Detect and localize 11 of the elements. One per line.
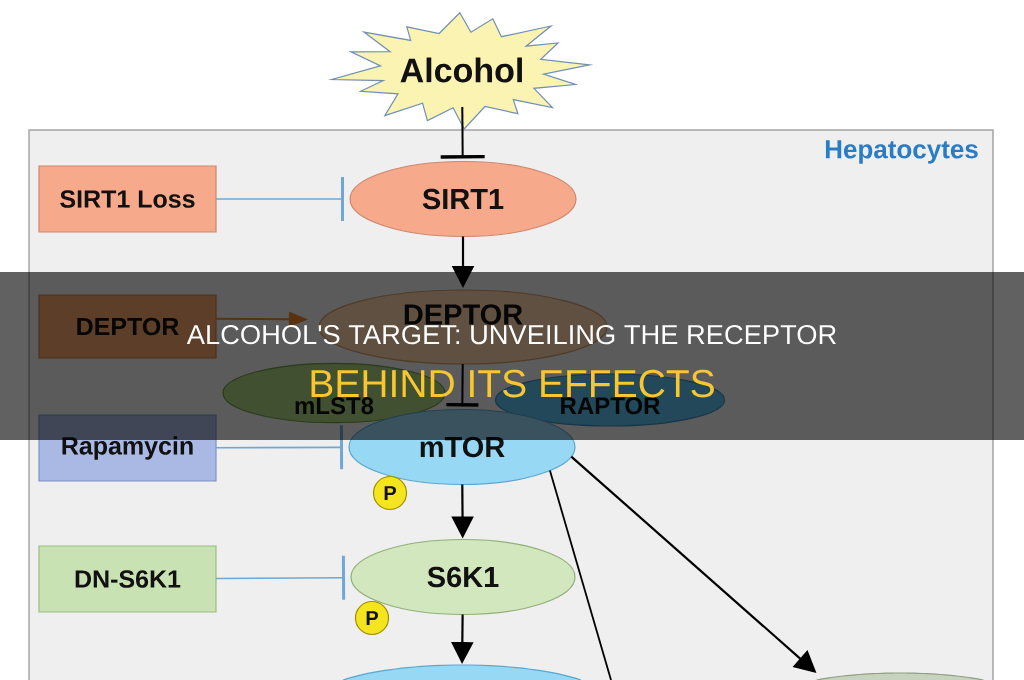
inhibition-arrow <box>215 177 344 221</box>
ellipse <box>342 664 582 680</box>
inhibition-arrow <box>215 555 346 600</box>
process-box: Rapamycin <box>38 414 217 482</box>
inhibition-arrow <box>440 106 485 159</box>
ellipse <box>815 672 985 680</box>
process-box: DN-S6K1 <box>38 545 217 613</box>
inhibition-arrow <box>446 363 479 407</box>
process-box: SIRT1 Loss <box>38 165 217 233</box>
line <box>549 469 612 680</box>
inhibition-arrow <box>215 425 344 470</box>
